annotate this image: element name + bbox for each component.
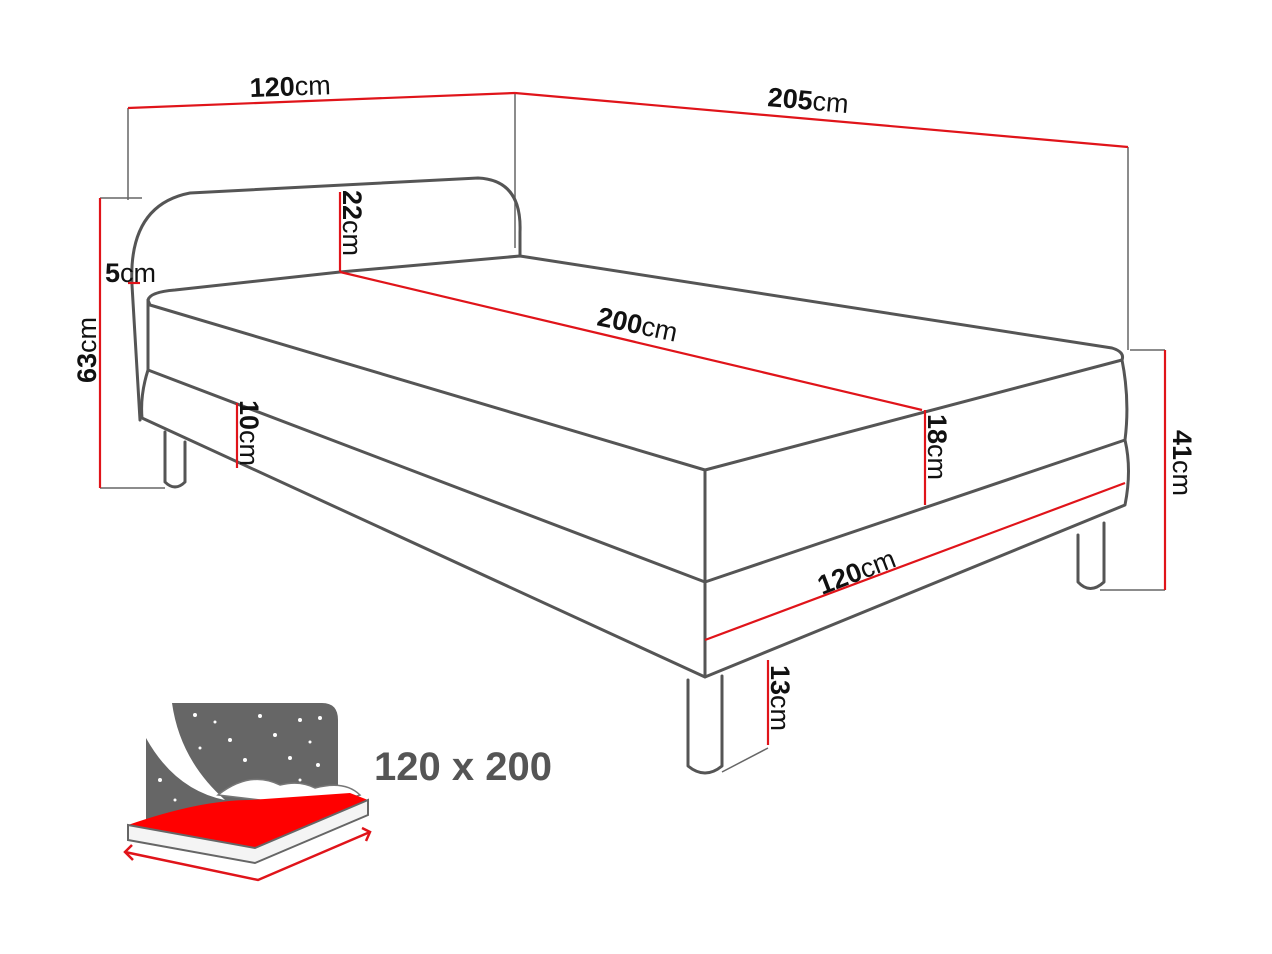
- dimension-lines: [98, 91, 1167, 745]
- mattress-top: [146, 254, 1124, 472]
- leg-back-left: [163, 430, 187, 489]
- bed-outline: [130, 176, 1130, 775]
- size-label: 120 x 200: [374, 745, 552, 789]
- headboard: [130, 176, 522, 422]
- label-mattress-height: 18cm: [922, 414, 952, 480]
- label-front-width: 120cm: [813, 544, 899, 601]
- label-bed-height: 41cm: [1167, 430, 1197, 496]
- label-base-height: 10cm: [234, 400, 264, 466]
- extension-lines: [100, 93, 1165, 773]
- leg-front: [686, 674, 724, 775]
- stars-icon: [158, 713, 322, 802]
- label-total-length: 205cm: [766, 82, 849, 119]
- leg-back-right: [1076, 521, 1106, 590]
- base: [140, 368, 1130, 679]
- mattress-front: [146, 298, 707, 584]
- label-headboard-height: 22cm: [337, 190, 367, 256]
- label-total-height: 63cm: [72, 317, 102, 383]
- bed-size-icon: [123, 703, 372, 882]
- label-mattress-length: 200cm: [595, 302, 681, 348]
- label-leg-height: 13cm: [765, 665, 795, 731]
- label-headboard-thickness: 5cm: [105, 258, 156, 288]
- mattress-side: [703, 358, 1129, 584]
- label-headboard-width: 120cm: [249, 70, 331, 103]
